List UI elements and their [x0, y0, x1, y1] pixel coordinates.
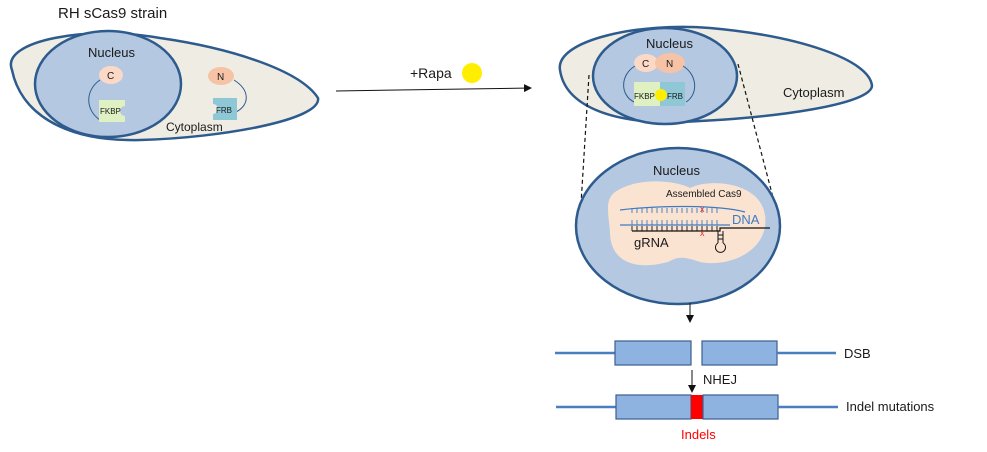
dna-top-ticks	[631, 208, 718, 213]
right-frb-label: FRB	[667, 92, 683, 101]
left-fkbp-block	[99, 100, 125, 122]
dsb-box-right	[701, 340, 778, 366]
right-c-linker	[623, 65, 636, 103]
cut-site-bottom-icon: x	[700, 228, 705, 238]
dna-top-strand	[619, 205, 746, 213]
right-c-label: C	[642, 59, 649, 70]
dna-bottom-ticks	[631, 220, 718, 225]
grna-ticks	[631, 226, 718, 231]
treatment-arrow	[335, 84, 532, 93]
dsb-box-left	[614, 340, 692, 366]
left-c-domain	[99, 66, 123, 84]
right-cytoplasm-label: Cytoplasm	[783, 85, 844, 100]
grna-hairpin	[715, 231, 726, 253]
dna-label: DNA	[732, 212, 760, 227]
right-nucleus-label: Nucleus	[646, 36, 693, 51]
right-c-domain	[634, 54, 658, 72]
right-nucleus	[591, 26, 739, 126]
left-n-domain	[208, 67, 234, 85]
grna-label: gRNA	[634, 235, 669, 250]
rapamycin-icon	[462, 63, 482, 83]
left-frb-label: FRB	[216, 106, 232, 115]
left-n-linker	[233, 79, 247, 113]
dsb-label: DSB	[844, 346, 871, 361]
strain-title: RH sCas9 strain	[58, 5, 167, 22]
assembled-cas9-label: Assembled Cas9	[666, 189, 742, 200]
cut-site-top-icon: x	[700, 204, 705, 214]
indel-mutations-label: Indel mutations	[846, 399, 935, 414]
indel-box-left	[615, 394, 692, 420]
left-frb-block	[213, 98, 237, 120]
indel-insert	[691, 395, 703, 419]
left-c-label: C	[107, 71, 114, 82]
rapa-label: +Rapa	[410, 65, 452, 81]
right-n-domain	[655, 53, 685, 73]
left-n-label: N	[217, 72, 224, 83]
right-n-label: N	[666, 59, 673, 70]
left-c-linker	[88, 79, 101, 121]
grna-strand	[632, 227, 770, 232]
right-n-linker	[682, 65, 696, 103]
left-fkbp-label: FKBP	[100, 107, 121, 116]
left-nucleus	[33, 29, 183, 139]
zoom-nucleus-label: Nucleus	[653, 163, 700, 178]
left-cytoplasm-label: Cytoplasm	[166, 120, 223, 134]
zoom-line-left	[579, 74, 590, 221]
left-nucleus-label: Nucleus	[88, 45, 135, 60]
right-fkbp-label: FKBP	[634, 92, 655, 101]
nhej-label: NHEJ	[703, 372, 737, 387]
indel-box-right	[702, 394, 779, 420]
right-rapamycin-icon	[655, 89, 667, 101]
indels-label: Indels	[681, 427, 716, 442]
zoom-line-right	[737, 63, 776, 206]
